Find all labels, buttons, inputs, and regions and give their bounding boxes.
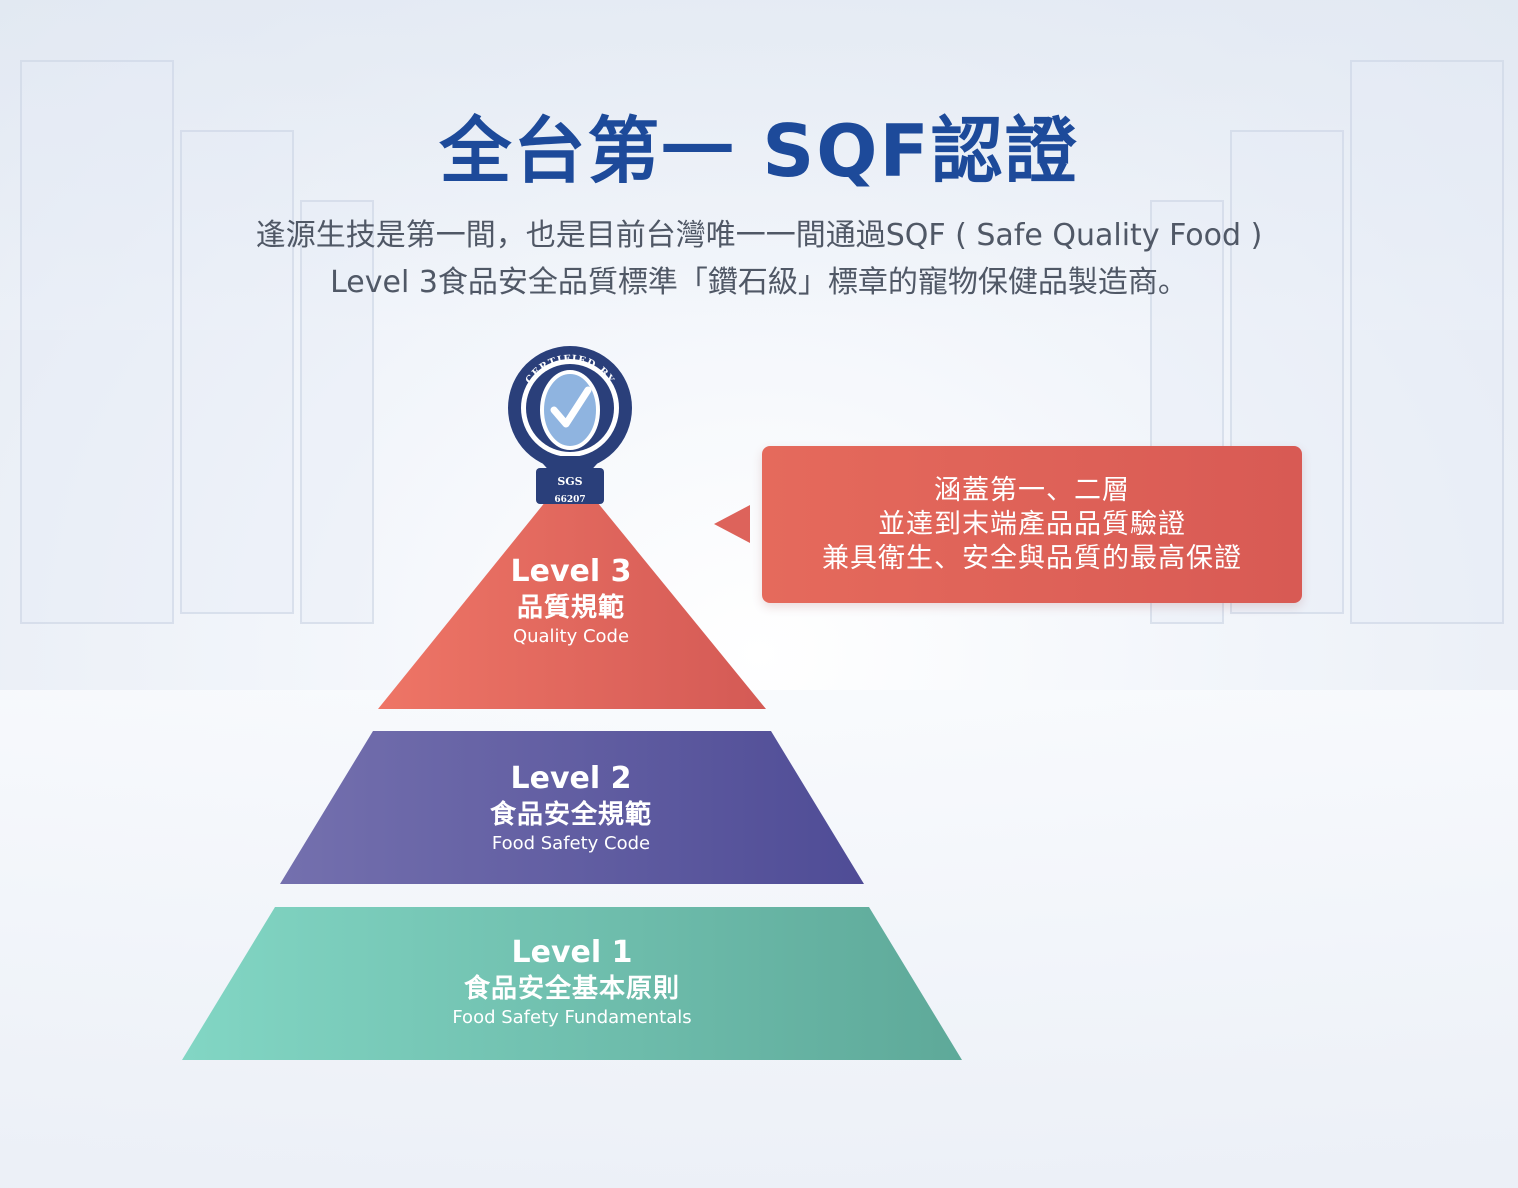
page-title: 全台第一 SQF認證 xyxy=(439,109,1079,193)
level-1-title: Level 1 xyxy=(511,935,633,970)
left-window xyxy=(180,130,294,614)
checkmark-icon xyxy=(550,386,592,428)
ceiling xyxy=(0,0,1518,330)
level-1-en: Food Safety Fundamentals xyxy=(452,1007,692,1028)
left-window xyxy=(20,60,174,624)
level-2-zh: 食品安全規範 xyxy=(489,800,652,830)
pyramid-level-2 xyxy=(280,731,864,884)
page-subtitle: 逢源生技是第一間，也是目前台灣唯一一間通過SQF ( Safe Quality … xyxy=(160,212,1358,306)
subtitle-line-1: 逢源生技是第一間，也是目前台灣唯一一間通過SQF ( Safe Quality … xyxy=(255,218,1263,253)
sqf-certified-badge: CERTIFIED BY SGS 66207 xyxy=(508,346,632,505)
right-window xyxy=(1350,60,1504,624)
callout-line-1: 涵蓋第一、二層 xyxy=(934,474,1130,506)
pyramid-level-3 xyxy=(378,470,766,709)
badge-org: SGS xyxy=(557,475,582,488)
level-2-title: Level 2 xyxy=(510,761,632,796)
level-3-title: Level 3 xyxy=(510,554,632,589)
pyramid-level-1 xyxy=(182,907,962,1060)
level-2-label: Level 2 食品安全規範 Food Safety Code xyxy=(421,760,721,856)
callout-line-2: 並達到末端產品品質驗證 xyxy=(878,508,1186,540)
left-window xyxy=(300,200,374,624)
level-3-callout: 涵蓋第一、二層 並達到末端產品品質驗證 兼具衛生、安全與品質的最高保證 xyxy=(762,446,1302,603)
subtitle-line-2: Level 3食品安全品質標準「鑽石級」標章的寵物保健品製造商。 xyxy=(330,265,1188,300)
level-2-en: Food Safety Code xyxy=(491,833,651,854)
badge-number: 66207 xyxy=(554,495,585,505)
level-1-label: Level 1 食品安全基本原則 Food Safety Fundamental… xyxy=(372,934,772,1030)
level-3-label: Level 3 品質規範 Quality Code xyxy=(421,553,721,649)
level-1-zh: 食品安全基本原則 xyxy=(463,974,680,1004)
level-3-zh: 品質規範 xyxy=(516,593,625,623)
callout-line-3: 兼具衛生、安全與品質的最高保證 xyxy=(822,542,1242,574)
callout-pointer-icon xyxy=(714,505,750,543)
level-3-en: Quality Code xyxy=(512,626,630,647)
